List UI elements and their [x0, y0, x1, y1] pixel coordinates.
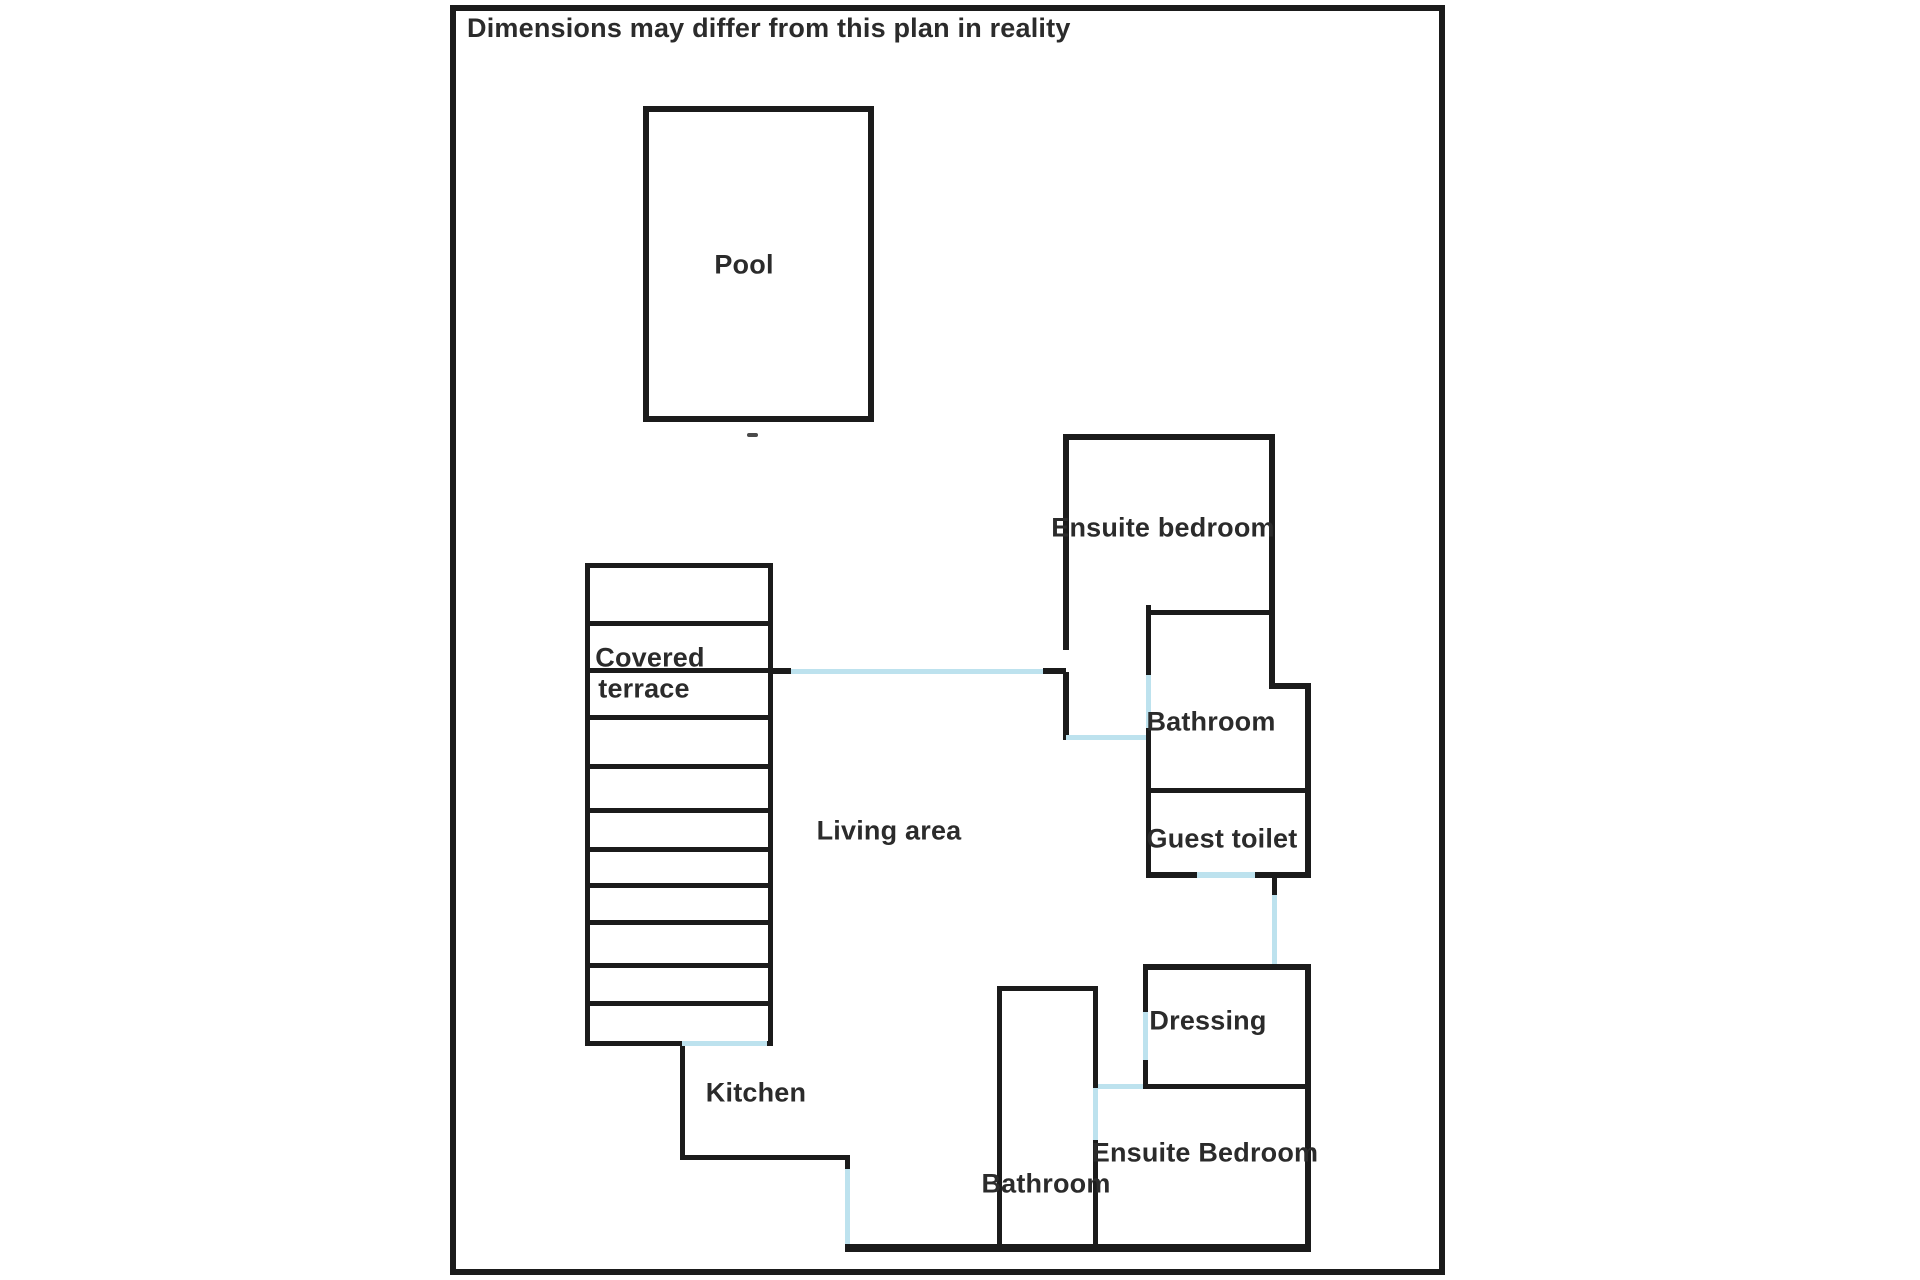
room-label-guest-toilet: Guest toilet	[1146, 823, 1298, 854]
door-bedroom1-bottom	[1066, 735, 1146, 740]
wall-bathroom1-right-upper	[1269, 610, 1275, 688]
disclaimer-text: Dimensions may differ from this plan in …	[467, 13, 1071, 43]
wall-kitchen-bottom	[680, 1155, 850, 1160]
wall-bathroom1-top	[1146, 610, 1275, 615]
wall-bathroom2-right-upper	[1093, 986, 1098, 1088]
terrace-slat-line	[587, 920, 771, 925]
room-label-ensuite-bedroom-bottom: Ensuite Bedroom	[1091, 1137, 1319, 1168]
wall-connector-cap	[1272, 872, 1277, 895]
terrace-slat-line	[587, 808, 771, 813]
terrace-slat-line	[587, 621, 771, 626]
wall-kitchen-left	[680, 1046, 685, 1160]
opening-kitchen-side	[845, 1169, 850, 1247]
terrace-slat-line	[587, 1001, 771, 1006]
wall-bathroom2-left	[997, 986, 1002, 1249]
terrace-slat-line	[587, 963, 771, 968]
door-dressing	[1143, 1012, 1148, 1060]
wall-guest-toilet-bottom-left	[1146, 872, 1197, 878]
wall-kitchen-cap	[845, 1155, 850, 1169]
wall-dressing-bottom	[1143, 1084, 1305, 1089]
wall-bathroom1-left-upper	[1146, 605, 1151, 675]
opening-corridor-vertical	[1272, 895, 1277, 964]
wall-dressing-top	[1143, 964, 1311, 970]
plan-border	[450, 5, 1445, 1275]
door-bathroom1-left	[1146, 675, 1151, 728]
room-label-dressing: Dressing	[1149, 1005, 1267, 1036]
terrace-slat-line	[587, 715, 771, 720]
wall-right-outer	[1305, 683, 1311, 878]
opening-corridor-horizontal	[1098, 1084, 1143, 1089]
door-terrace-living	[791, 669, 1043, 674]
terrace-outline	[585, 563, 773, 1046]
wall-bathroom2-right-lower	[1093, 1140, 1098, 1249]
wall-bedroom1-right	[1269, 434, 1275, 615]
pool-mark	[747, 433, 758, 437]
terrace-slat-line	[587, 883, 771, 888]
door-jamb	[771, 668, 791, 674]
room-label-covered-terrace-1: Covered	[595, 642, 705, 673]
terrace-slat-line	[587, 668, 771, 673]
wall-dressing-left-upper	[1143, 964, 1148, 1012]
room-label-covered-terrace-2: terrace	[598, 673, 690, 704]
wall-bottom-exterior	[845, 1244, 1311, 1252]
room-label-kitchen: Kitchen	[705, 1077, 807, 1108]
pool-outline	[643, 106, 874, 422]
wall-dressing-left-lower	[1143, 1060, 1148, 1089]
wall-bedroom1-left-upper	[1063, 434, 1069, 650]
wall-guest-toilet-top	[1146, 788, 1311, 793]
room-label-ensuite-bedroom-top: Ensuite bedroom	[1051, 512, 1275, 543]
door-jamb	[1043, 668, 1066, 674]
door-bathroom2	[1093, 1088, 1098, 1140]
room-label-living-area: Living area	[816, 815, 962, 846]
wall-bedroom2-right	[1305, 964, 1311, 1251]
wall-bedroom1-left-lower	[1063, 672, 1069, 740]
room-label-bathroom-top: Bathroom	[1146, 706, 1276, 737]
wall-bathroom1-left-lower	[1146, 728, 1151, 877]
wall-bedroom1-top	[1063, 434, 1275, 440]
wall-bathroom2-top	[997, 986, 1098, 991]
room-label-pool: Pool	[714, 249, 774, 280]
door-terrace-kitchen	[682, 1041, 767, 1046]
wall-guest-toilet-bottom-right	[1255, 872, 1311, 878]
door-guest-toilet	[1197, 872, 1255, 878]
room-label-bathroom-bottom: Bathroom	[981, 1168, 1111, 1199]
terrace-slat-line	[587, 847, 771, 852]
terrace-slat-line	[587, 764, 771, 769]
wall-bathroom1-step	[1269, 683, 1311, 689]
